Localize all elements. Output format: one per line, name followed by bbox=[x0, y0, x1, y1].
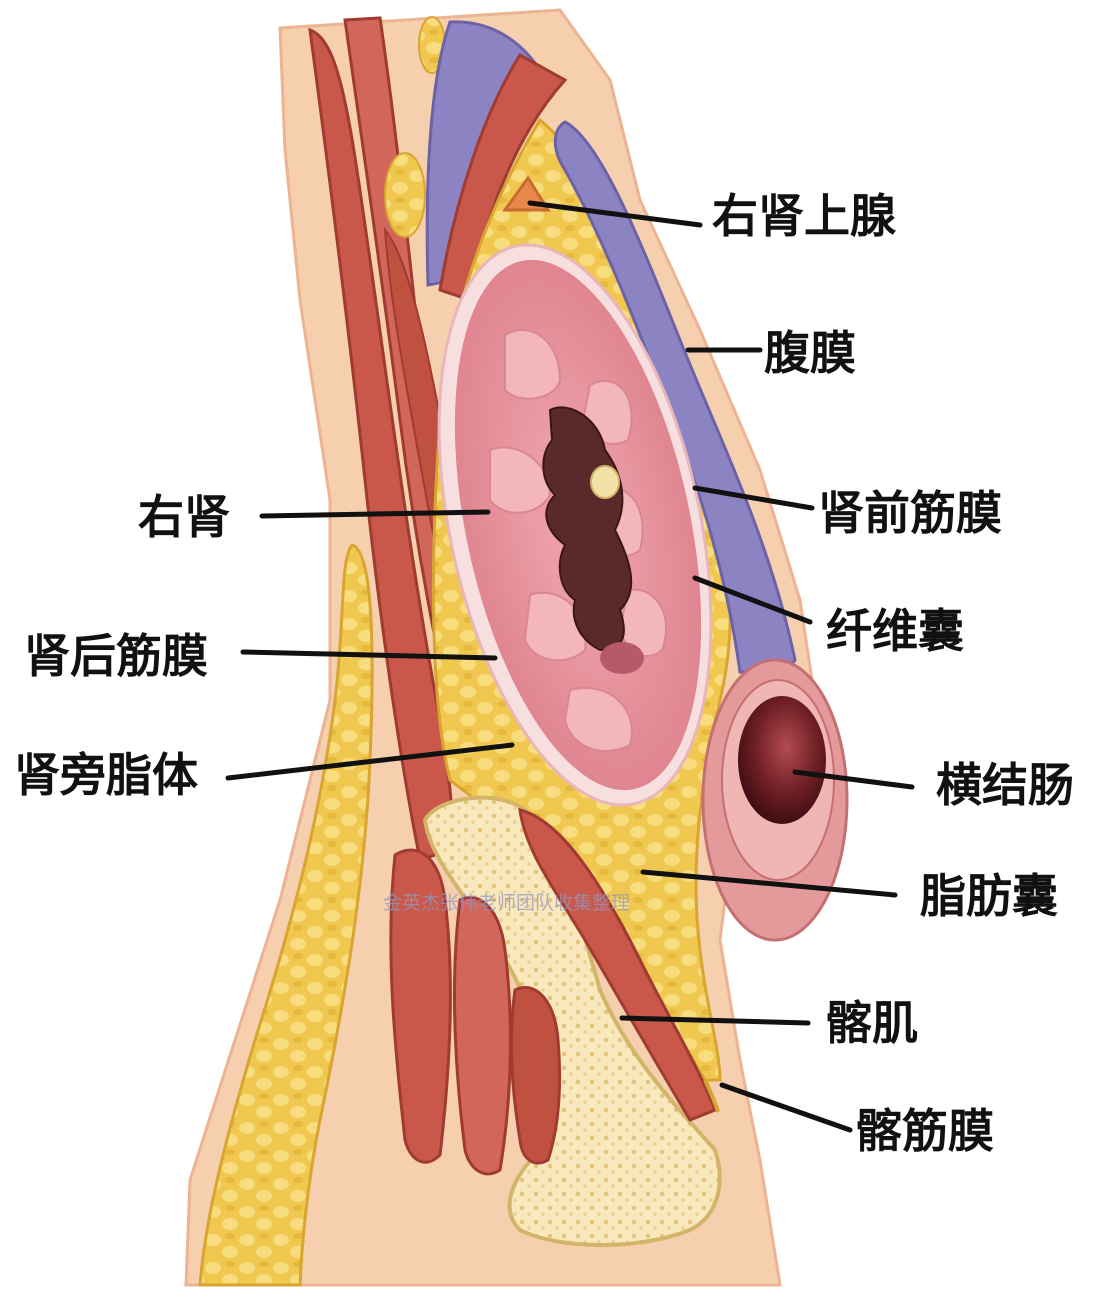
fat-nodule bbox=[385, 153, 425, 237]
label-iliacus: 髂肌 bbox=[826, 1000, 918, 1046]
colon-lumen bbox=[738, 696, 826, 824]
label-peritoneum: 腹膜 bbox=[764, 330, 856, 376]
watermark-text: 金英杰张伟老师团队收集整理 bbox=[383, 888, 630, 915]
label-pararenal-fat: 肾旁脂体 bbox=[14, 752, 198, 798]
label-iliac-fascia: 髂筋膜 bbox=[856, 1108, 994, 1154]
label-posterior-renal-fascia: 肾后筋膜 bbox=[24, 633, 208, 679]
label-adrenal: 右肾上腺 bbox=[712, 193, 896, 239]
label-transverse-colon: 横结肠 bbox=[936, 762, 1074, 808]
renal-pelvis-highlight bbox=[591, 466, 619, 498]
label-right-kidney: 右肾 bbox=[138, 494, 230, 540]
label-anterior-renal-fascia: 肾前筋膜 bbox=[818, 490, 1002, 536]
renal-papilla bbox=[600, 642, 644, 674]
label-adipose-capsule: 脂肪囊 bbox=[920, 873, 1058, 919]
label-fibrous-capsule: 纤维囊 bbox=[826, 608, 964, 654]
